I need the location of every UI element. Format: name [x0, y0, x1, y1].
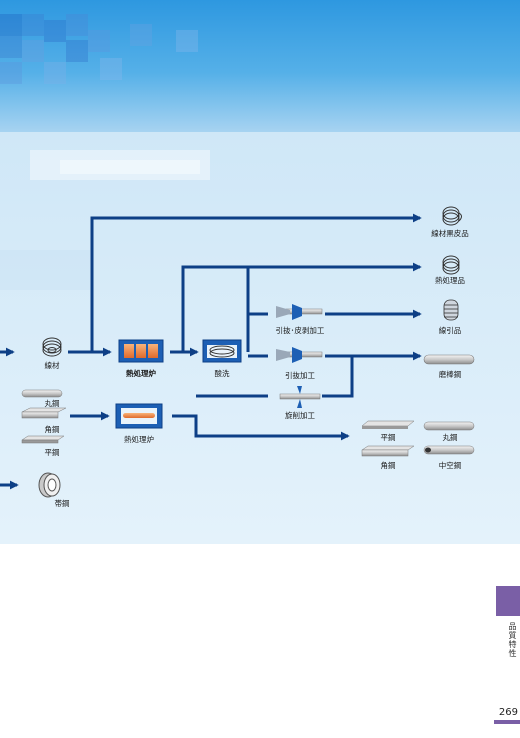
product-flat-steel: 平鋼 — [381, 432, 396, 442]
product-heat-treated: 熱処理品 — [435, 275, 465, 285]
node-pickling: 酸洗 — [215, 368, 230, 378]
product-round-steel: 丸鋼 — [443, 432, 458, 442]
flat-steel-icon — [361, 420, 415, 429]
strip-coil-icon — [38, 472, 61, 498]
node-draw: 引抜加工 — [285, 370, 315, 380]
node-heat-furnace-1: 熱処理炉 — [126, 368, 156, 378]
wire-coil-icon — [442, 255, 460, 275]
wire-coil-icon — [442, 206, 462, 226]
heat-treatment-furnace-icon — [118, 339, 164, 363]
flow-lines — [0, 213, 422, 490]
product-hollow-steel: 中空鋼 — [439, 460, 462, 470]
node-draw-peel: 引抜･皮剥加工 — [276, 325, 325, 335]
drawing-die-icon — [276, 304, 323, 320]
node-turning: 旋削加工 — [285, 410, 315, 420]
drawing-die-icon — [276, 347, 323, 363]
section-tab — [496, 586, 520, 616]
drawn-wire-coil-icon — [443, 299, 459, 321]
wire-rod-coil-icon — [42, 337, 62, 357]
flat-bar-icon — [21, 435, 65, 444]
background-band — [0, 132, 520, 544]
heat-treatment-furnace-icon — [115, 403, 163, 429]
node-strip-steel: 帯鋼 — [55, 498, 70, 508]
product-black-wire: 線材黒皮品 — [431, 228, 469, 238]
node-wire-rod: 線材 — [45, 360, 60, 370]
ground-bar-icon — [423, 354, 475, 365]
node-flat-bar: 平鋼 — [45, 447, 60, 457]
round-steel-icon — [423, 421, 475, 431]
round-bar-icon — [21, 389, 63, 398]
hollow-steel-icon — [423, 445, 475, 455]
turning-tool-icon — [279, 386, 321, 408]
product-ground-bar: 磨棒鋼 — [439, 369, 462, 379]
header-mosaic — [0, 14, 198, 84]
square-steel-icon — [361, 445, 415, 457]
product-drawn-wire: 線引品 — [439, 325, 462, 335]
product-square-steel: 角鋼 — [381, 460, 396, 470]
node-heat-furnace-2: 熱処理炉 — [124, 434, 154, 444]
square-bar-icon — [21, 407, 67, 419]
header-band — [0, 0, 520, 132]
pickling-tank-icon — [202, 339, 242, 363]
node-round-bar: 丸鋼 — [45, 398, 60, 408]
page-number-underline — [494, 720, 520, 724]
background-glow — [0, 150, 210, 290]
node-square-bar: 角鋼 — [45, 424, 60, 434]
section-label: 品質特性 — [508, 622, 517, 658]
page-number: 269 — [498, 707, 518, 718]
